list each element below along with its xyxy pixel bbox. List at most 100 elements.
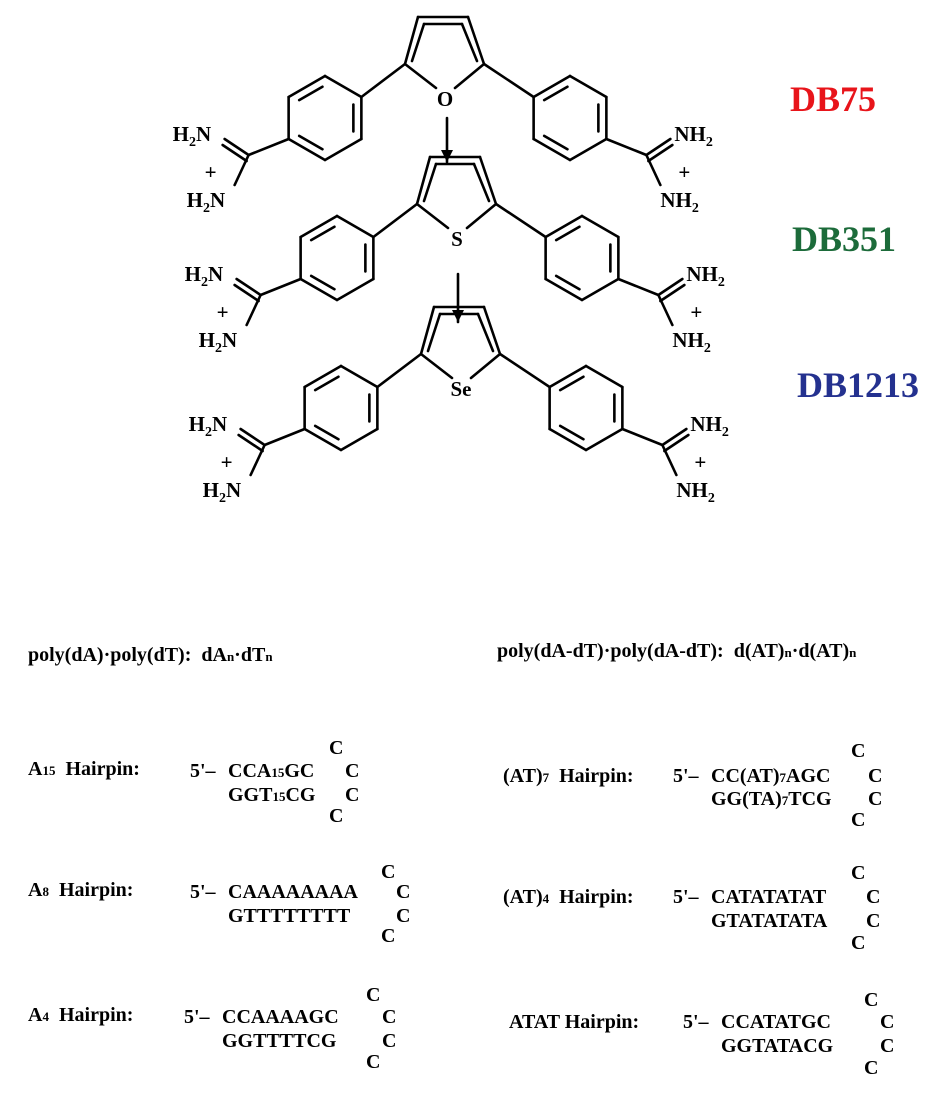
right-benzene-ring-double-bond [554, 274, 581, 291]
atat-five-prime: 5'– [683, 1011, 709, 1033]
heteroring-double-bond [426, 312, 442, 353]
amidine-nh2-label: NH2 [672, 328, 711, 356]
biaryl-bond [376, 352, 423, 389]
polyAT-n1: n [784, 645, 792, 660]
at4-top-strand: CATATATAT [711, 886, 827, 908]
amidine-double-bond [223, 137, 250, 157]
heteroring-bond [465, 202, 498, 230]
amidine-bond [249, 443, 266, 477]
atat-top-strand: CCATATGC [721, 1011, 831, 1033]
biaryl-bond [372, 202, 419, 239]
amidine-bond [617, 277, 660, 297]
heteroring-bond [415, 202, 450, 230]
heteroring-double-bond [460, 22, 479, 63]
amidine-double-bond [657, 277, 684, 297]
heteroring-double-bond [466, 15, 486, 66]
left-benzene-ring-bond [335, 214, 375, 239]
biaryl-bond [360, 62, 407, 99]
amidine-double-bond [645, 137, 672, 157]
right-benzene-ring-bond [584, 427, 624, 452]
heteroring-bond [419, 352, 454, 380]
left-benzene-ring-bond [323, 74, 363, 99]
heteroatom-label-o: O [437, 87, 453, 111]
amidine-h2n-label: H2N [199, 328, 238, 356]
a4-loop-c1: C [366, 984, 381, 1006]
a15-five-prime: 5'– [190, 760, 216, 782]
amidine-bond [605, 137, 648, 157]
amidine-double-bond [233, 283, 260, 303]
atat-loop-c2: C [880, 1011, 895, 1033]
a8-loop-c3: C [396, 905, 411, 927]
heteroring-double-bond [419, 305, 436, 356]
right-benzene-ring-double-bond [542, 134, 569, 151]
amidine-nh2-label: NH2 [686, 262, 725, 290]
a4-top-strand: CCAAAAGC [222, 1006, 339, 1028]
right-benzene-ring-bond [548, 364, 588, 389]
a8-five-prime: 5'– [190, 881, 216, 903]
left-benzene-ring-double-bond [309, 274, 336, 291]
left-benzene-ring-double-bond [309, 225, 336, 242]
at4-bottom-strand: GTATATATA [711, 910, 828, 932]
a15-label: A15 Hairpin: [28, 758, 140, 780]
at7-loop-c2: C [868, 765, 883, 787]
amidine-bond [259, 277, 302, 297]
amidine-plus: + [221, 450, 233, 474]
heteroring-double-bond [422, 162, 438, 203]
at7-loop-c3: C [868, 788, 883, 810]
right-benzene-ring-double-bond [558, 424, 585, 441]
amidine-plus: + [217, 300, 229, 324]
right-benzene-ring-bond [544, 277, 584, 302]
a15-loop-c2: C [345, 760, 360, 782]
left-benzene-ring-bond [339, 364, 379, 389]
a4-bottom-strand: GGTTTTCG [222, 1030, 337, 1052]
at7-top-strand: CC(AT)7AGC [711, 765, 831, 787]
amidine-double-bond [221, 143, 248, 163]
amidine-bond [263, 427, 306, 447]
right-benzene-ring-bond [584, 364, 624, 389]
amidine-double-bond [647, 143, 674, 163]
right-benzene-ring-double-bond [558, 375, 585, 392]
polyA-formula-b: dT [240, 644, 266, 666]
amidine-bond [661, 443, 678, 477]
atat-loop-c4: C [864, 1057, 879, 1079]
at4-label: (AT)4 Hairpin: [503, 886, 634, 908]
amidine-double-bond [237, 433, 264, 453]
amidine-h2n-label: H2N [187, 188, 226, 216]
left-benzene-ring-bond [287, 74, 327, 99]
polyAT-line: poly(dA-dT)·poly(dA-dT): d(AT)n·d(AT)n [497, 641, 856, 661]
polyA-n1: n [226, 649, 235, 664]
right-benzene-ring-double-bond [542, 85, 569, 102]
left-benzene-ring-double-bond [297, 134, 324, 151]
a4-five-prime: 5'– [184, 1006, 210, 1028]
amidine-bond [645, 153, 662, 187]
at4-loop-c2: C [866, 886, 881, 908]
amidine-h2n-label: H2N [203, 478, 242, 506]
left-benzene-ring-bond [303, 364, 343, 389]
amidine-plus: + [690, 300, 702, 324]
biaryl-bond [494, 202, 547, 239]
right-benzene-ring-bond [544, 214, 584, 239]
heteroring-double-bond [478, 155, 498, 206]
at7-label: (AT)7 Hairpin: [503, 765, 634, 787]
amidine-nh2-label: NH2 [674, 122, 713, 150]
polyA-label: poly(dA)·poly(dT): [28, 644, 192, 666]
at7-five-prime: 5'– [673, 765, 699, 787]
a8-loop-c4: C [381, 925, 396, 947]
amidine-double-bond [661, 427, 688, 447]
amidine-h2n-label: H2N [173, 122, 212, 150]
a4-loop-c2: C [382, 1006, 397, 1028]
polyAT-n2: n [849, 645, 857, 660]
compound-name-db1213: DB1213 [797, 365, 920, 405]
biaryl-bond [482, 62, 535, 99]
amidine-h2n-label: H2N [185, 262, 224, 290]
a8-top-strand: CAAAAAAAA [228, 881, 358, 903]
left-benzene-ring-bond [323, 137, 363, 162]
right-benzene-ring-bond [580, 214, 620, 239]
a15-loop-c4: C [329, 805, 344, 827]
amidine-double-bond [239, 427, 266, 447]
a4-label: A4 Hairpin: [28, 1004, 134, 1026]
left-benzene-ring-double-bond [313, 375, 340, 392]
